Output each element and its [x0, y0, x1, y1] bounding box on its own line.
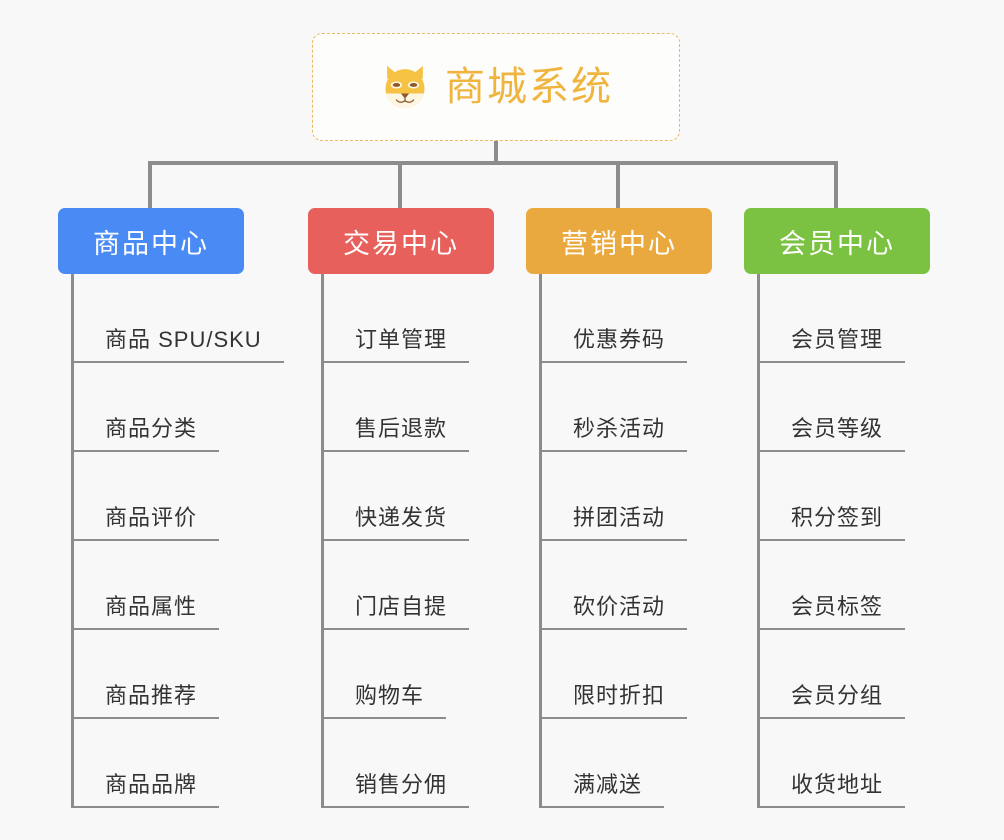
leaf-item[interactable]: 商品 SPU/SKU [74, 274, 284, 363]
leaf-item[interactable]: 门店自提 [324, 541, 494, 630]
leaf-item[interactable]: 商品品牌 [74, 719, 284, 808]
leaf-label: 会员等级 [760, 411, 906, 452]
leaf-item[interactable]: 订单管理 [324, 274, 494, 363]
branch-header-2-label: 交易中心 [343, 228, 459, 259]
leaf-item[interactable]: 拼团活动 [542, 452, 712, 541]
leaf-label: 限时折扣 [542, 678, 688, 719]
leaf-item[interactable]: 快递发货 [324, 452, 494, 541]
leaf-item[interactable]: 收货地址 [760, 719, 930, 808]
leaf-label: 门店自提 [324, 589, 470, 630]
shiba-dog-face-icon [385, 65, 425, 109]
leaf-item[interactable]: 会员分组 [760, 630, 930, 719]
leaf-label: 砍价活动 [542, 589, 688, 630]
leaf-label: 秒杀活动 [542, 411, 688, 452]
leaf-label: 会员管理 [760, 322, 906, 363]
leaf-label: 会员标签 [760, 589, 906, 630]
connector-drop-2 [398, 161, 402, 208]
branch-header-4-label: 会员中心 [779, 228, 895, 259]
leaf-label: 满减送 [542, 767, 665, 808]
leaf-label: 商品评价 [74, 500, 220, 541]
leaf-label: 订单管理 [324, 322, 470, 363]
leaf-label: 商品属性 [74, 589, 220, 630]
connector-drop-1 [148, 161, 152, 208]
branch-header-4[interactable]: 会员中心 [744, 208, 930, 274]
connector-drop-3 [616, 161, 620, 208]
leaf-label: 商品品牌 [74, 767, 220, 808]
branch-header-1[interactable]: 商品中心 [58, 208, 244, 274]
leaf-item[interactable]: 会员等级 [760, 363, 930, 452]
leaf-item[interactable]: 秒杀活动 [542, 363, 712, 452]
leaf-label: 商品推荐 [74, 678, 220, 719]
leaf-item[interactable]: 会员标签 [760, 541, 930, 630]
leaf-label: 快递发货 [324, 500, 470, 541]
leaf-item[interactable]: 积分签到 [760, 452, 930, 541]
connector-drop-4 [834, 161, 838, 208]
leaf-label: 积分签到 [760, 500, 906, 541]
leaf-item[interactable]: 会员管理 [760, 274, 930, 363]
leaf-item[interactable]: 购物车 [324, 630, 494, 719]
branch-header-3[interactable]: 营销中心 [526, 208, 712, 274]
branch-column-3: 营销中心 优惠券码 秒杀活动 拼团活动 砍价活动 限时折扣 满减送 [526, 208, 712, 808]
leaf-item[interactable]: 商品分类 [74, 363, 284, 452]
leaf-item[interactable]: 满减送 [542, 719, 712, 808]
leaf-item[interactable]: 商品评价 [74, 452, 284, 541]
branch-items-3: 优惠券码 秒杀活动 拼团活动 砍价活动 限时折扣 满减送 [539, 274, 712, 808]
branch-column-2: 交易中心 订单管理 售后退款 快递发货 门店自提 购物车 销售分佣 [308, 208, 494, 808]
connector-root-stem [494, 141, 498, 163]
leaf-label: 销售分佣 [324, 767, 470, 808]
branch-column-4: 会员中心 会员管理 会员等级 积分签到 会员标签 会员分组 收货地址 [744, 208, 930, 808]
root-node[interactable]: 商城系统 [312, 33, 680, 141]
branch-items-1: 商品 SPU/SKU 商品分类 商品评价 商品属性 商品推荐 商品品牌 [71, 274, 284, 808]
branch-items-4: 会员管理 会员等级 积分签到 会员标签 会员分组 收货地址 [757, 274, 930, 808]
root-title: 商城系统 [445, 65, 613, 109]
connector-horizontal-bus [148, 161, 836, 165]
leaf-label: 商品 SPU/SKU [74, 322, 284, 363]
leaf-label: 会员分组 [760, 678, 906, 719]
branch-column-1: 商品中心 商品 SPU/SKU 商品分类 商品评价 商品属性 商品推荐 商品品牌 [58, 208, 284, 808]
branch-header-1-label: 商品中心 [93, 228, 209, 259]
leaf-label: 购物车 [324, 678, 447, 719]
leaf-item[interactable]: 优惠券码 [542, 274, 712, 363]
branch-items-2: 订单管理 售后退款 快递发货 门店自提 购物车 销售分佣 [321, 274, 494, 808]
leaf-label: 收货地址 [760, 767, 906, 808]
leaf-item[interactable]: 售后退款 [324, 363, 494, 452]
leaf-label: 优惠券码 [542, 322, 688, 363]
leaf-item[interactable]: 销售分佣 [324, 719, 494, 808]
leaf-item[interactable]: 砍价活动 [542, 541, 712, 630]
leaf-label: 售后退款 [324, 411, 470, 452]
leaf-item[interactable]: 商品推荐 [74, 630, 284, 719]
leaf-item[interactable]: 商品属性 [74, 541, 284, 630]
leaf-label: 商品分类 [74, 411, 220, 452]
leaf-label: 拼团活动 [542, 500, 688, 541]
branch-header-3-label: 营销中心 [561, 228, 677, 259]
leaf-item[interactable]: 限时折扣 [542, 630, 712, 719]
branch-header-2[interactable]: 交易中心 [308, 208, 494, 274]
